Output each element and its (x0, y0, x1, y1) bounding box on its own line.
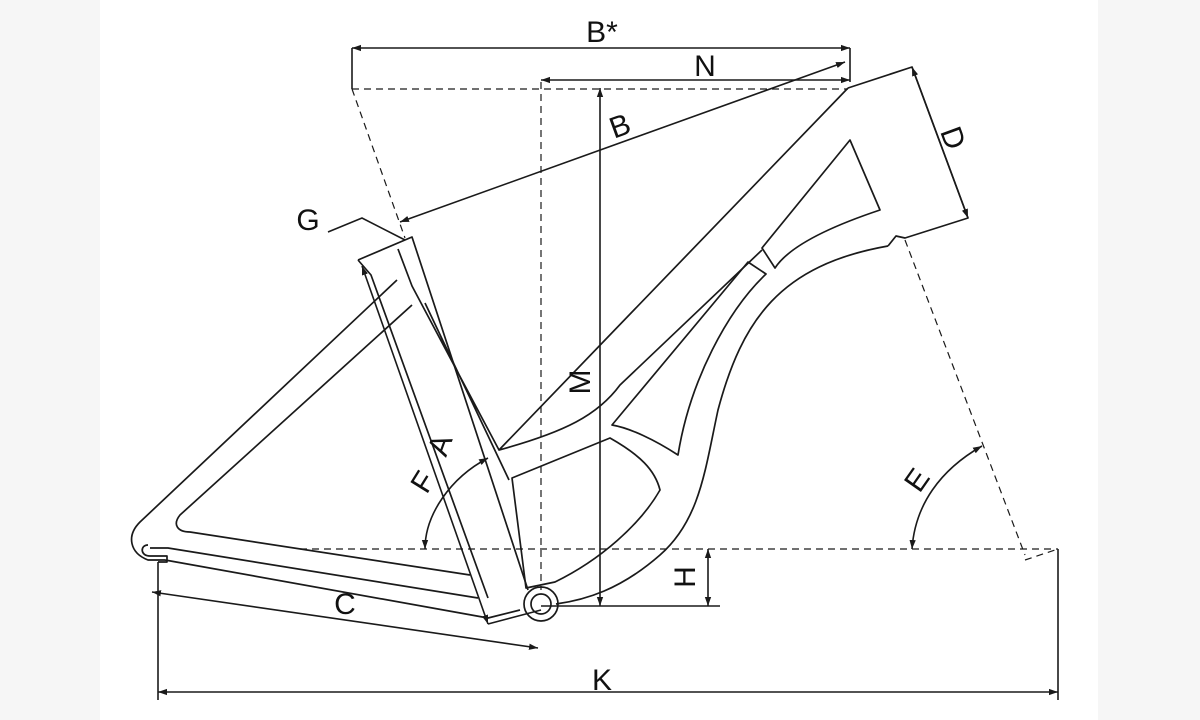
bottom-bracket-inner (530, 593, 552, 615)
label-b: B (605, 108, 635, 146)
frame-cutout-2 (611, 261, 767, 456)
label-g: G (296, 204, 319, 237)
seat-stay (130, 279, 471, 576)
down-tube-lower (555, 245, 889, 605)
dimension-g-leader (327, 217, 406, 241)
label-f: F (405, 466, 443, 499)
bottom-bracket (523, 586, 559, 622)
frame-cutout-3 (511, 437, 661, 589)
label-a: A (422, 430, 460, 460)
dimension-d (911, 66, 969, 219)
reference-lines (300, 82, 1059, 590)
label-n: N (694, 50, 716, 83)
dimension-a (361, 265, 489, 625)
angle-f-arc (421, 457, 489, 550)
down-tube (498, 87, 849, 451)
label-m: M (564, 370, 597, 395)
label-h: H (669, 566, 702, 588)
head-tube (847, 66, 969, 247)
label-c: C (334, 588, 356, 621)
rear-dropout (141, 544, 168, 563)
label-k: K (592, 664, 612, 697)
dimension-labels: B* N B D G M A F E H C K (296, 16, 971, 697)
frame-cutout-1 (761, 139, 881, 269)
front-axle-marker (1024, 548, 1059, 561)
seat-tube (357, 236, 529, 599)
dimension-c (151, 590, 539, 650)
fork-axis-line (904, 239, 1026, 556)
label-bstar: B* (586, 16, 618, 49)
seat-tube-extension (351, 88, 406, 239)
angle-e-arc (909, 445, 983, 550)
dimension-b (399, 61, 846, 223)
bike-frame (130, 66, 969, 622)
dimension-lines (151, 44, 1059, 700)
label-d: D (933, 122, 971, 154)
